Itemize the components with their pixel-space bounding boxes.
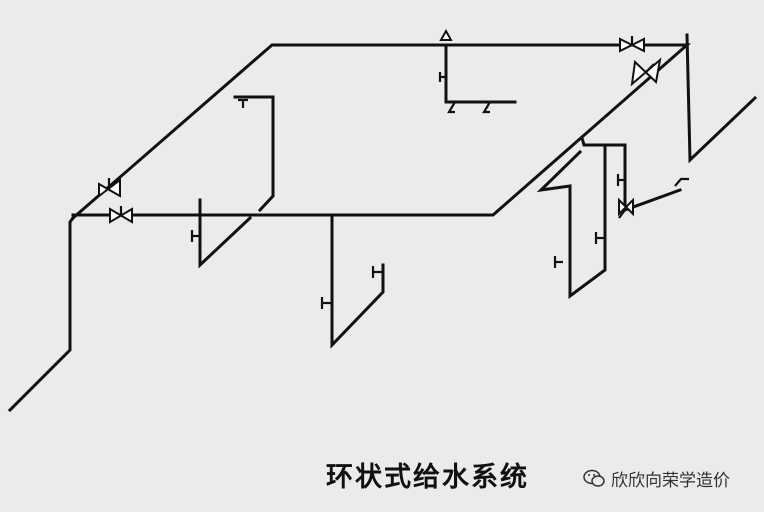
gate-valve-icon [109, 206, 133, 224]
right-branch-pipe [536, 136, 607, 299]
diagram-caption: 环状式给水系统 [326, 462, 529, 493]
gate-valve-icon [98, 177, 121, 199]
top-branch-pipe [444, 43, 517, 104]
watermark-text: 欣欣向荣学造价 [611, 471, 730, 491]
supply-inlet-pipe [7, 215, 76, 413]
center-branch-pipe [330, 213, 385, 349]
left-branch-pipe [233, 95, 275, 213]
faucet-icon [447, 101, 491, 114]
wechat-icon [583, 469, 605, 487]
gate-valve-icon [630, 57, 662, 87]
gate-valve-icon [619, 36, 645, 53]
gate-valve-icon [618, 197, 634, 217]
right-outlet-pipe [685, 33, 758, 164]
watermark: 欣欣向荣学造价 [583, 466, 730, 491]
ring-pipe [70, 43, 691, 221]
